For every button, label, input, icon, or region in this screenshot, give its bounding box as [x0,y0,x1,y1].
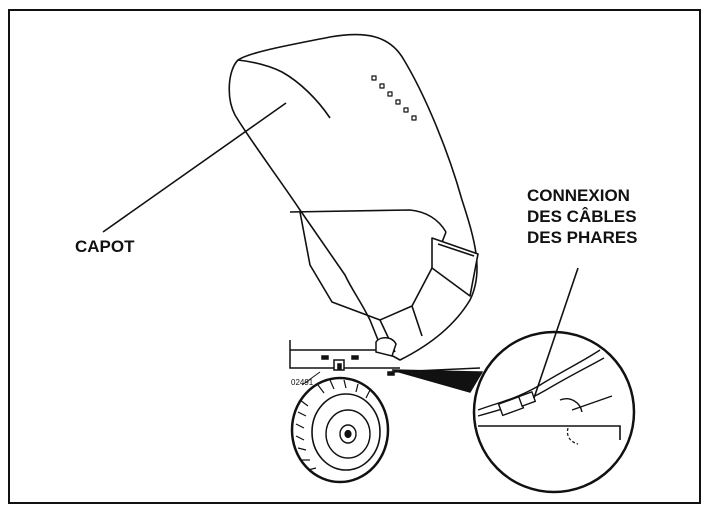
leader-lines [102,102,579,399]
connection-label-line1: CONNEXION [527,186,630,205]
connection-label-line3: DES PHARES [527,228,638,247]
hood-leader-line [102,102,287,233]
connection-leader-line [533,267,579,399]
connector-detail [472,330,636,494]
connection-label-line2: DES CÂBLES [527,207,637,226]
tractor-frame [289,337,400,386]
figure-border [8,9,701,504]
part-number-label: 02491 [291,378,314,387]
hood-label: CAPOT [75,237,135,256]
magnifier-callout [391,367,484,393]
hood-drawing [228,33,479,361]
front-wheel [290,376,390,484]
